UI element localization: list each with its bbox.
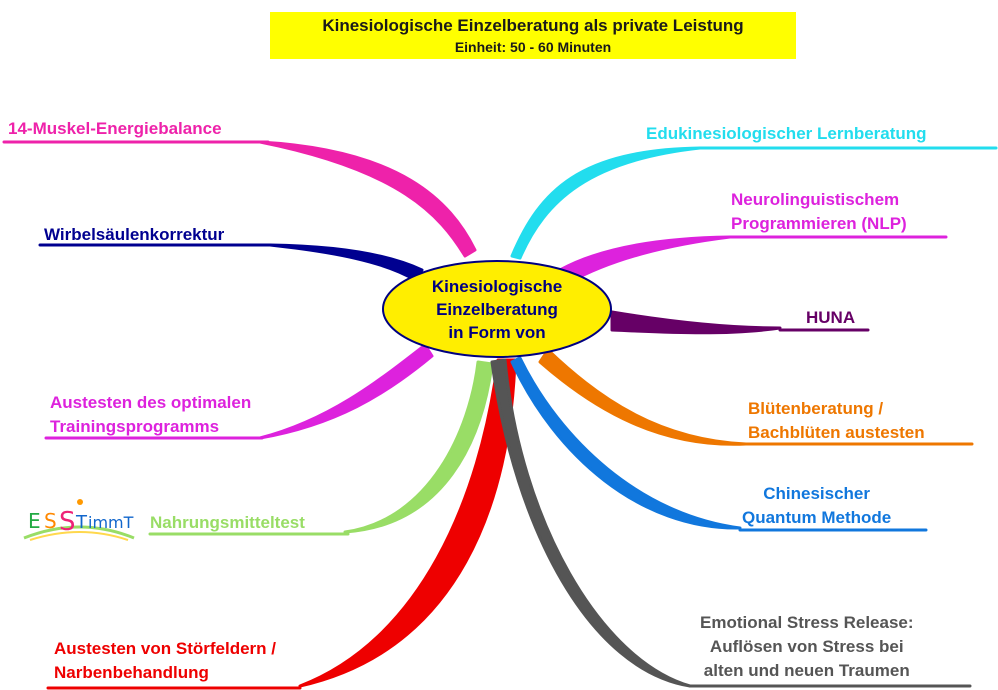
branch-esr-line-3: alten und neuen Traumen [703,661,910,680]
branch-stoer-line-2: Narbenbehandlung [54,663,209,682]
branch-ribbon-bluete [538,348,748,446]
branch-training-line-1: Austesten des optimalen [50,393,252,412]
branch-ribbon-muskel [258,140,477,258]
branch-ribbon-nahrung [343,360,494,534]
svg-text:E: E [28,509,41,533]
esstimmt-logo: E S S T immT [23,499,135,541]
branch-label-muskel: 14-Muskel-Energiebalance [8,117,222,141]
branch-label-wirbel: Wirbelsäulenkorrektur [44,223,224,247]
branch-nlp-line-1: Neurolinguistischem [731,190,900,209]
center-label: Kinesiologische Einzelberatung in Form v… [384,268,610,350]
branch-label-huna: HUNA [806,306,855,330]
branch-label-edu: Edukinesiologischer Lernberatung [646,122,927,146]
branch-stoer-line-1: Austesten von Störfeldern / [54,639,276,658]
title-line-2: Einheit: 50 - 60 Minuten [454,39,612,55]
branch-wirbel-line-1: Wirbelsäulenkorrektur [44,225,225,244]
branch-esr-line-2: Auflösen von Stress bei [709,637,904,656]
svg-text:S: S [59,507,76,537]
center-line-1: Kinesiologische [431,276,563,296]
branch-label-nahrung: Nahrungsmitteltest [150,511,305,535]
svg-text:immT: immT [88,513,134,532]
branch-edu-line-1: Edukinesiologischer Lernberatung [646,124,927,143]
branch-esr-line-1: Emotional Stress Release: [700,613,914,632]
svg-text:S: S [44,509,57,533]
branch-huna-line-1: HUNA [806,308,856,327]
center-node [382,260,612,358]
branch-label-esr: Emotional Stress Release: Auflösen von S… [700,611,914,683]
branch-nlp-line-2: Programmieren (NLP) [731,214,907,233]
branch-label-chin: Chinesischer Quantum Methode [742,482,891,530]
title-box: Kinesiologische Einzelberatung als priva… [270,12,796,59]
branch-label-bluete: Blütenberatung / Bachblüten austesten [748,397,925,445]
title-line-1: Kinesiologische Einzelberatung als priva… [322,16,744,35]
center-line-3: in Form von [448,322,546,342]
branch-ribbon-training [258,343,434,440]
branch-bluete-line-1: Blütenberatung / [748,399,884,418]
branch-label-nlp: Neurolinguistischem Programmieren (NLP) [731,188,907,236]
branch-training-line-2: Trainingsprogramms [50,417,220,436]
branch-muskel-line-1: 14-Muskel-Energiebalance [8,119,222,138]
branch-nahrung-line-1: Nahrungsmitteltest [150,513,305,532]
branch-ribbon-huna [610,310,782,335]
branch-bluete-line-2: Bachblüten austesten [748,423,925,442]
branch-label-stoer: Austesten von Störfeldern / Narbenbehand… [54,637,276,685]
branch-ribbon-stoer [298,358,517,688]
branch-ribbon-esr [490,358,692,688]
center-line-2: Einzelberatung [436,299,558,319]
branch-ribbon-chin [510,356,742,530]
svg-text:T: T [75,512,88,533]
branch-chin-line-2: Quantum Methode [742,508,892,527]
branch-chin-line-1: Chinesischer [763,484,870,503]
branch-label-training: Austesten des optimalen Trainingsprogram… [50,391,251,439]
